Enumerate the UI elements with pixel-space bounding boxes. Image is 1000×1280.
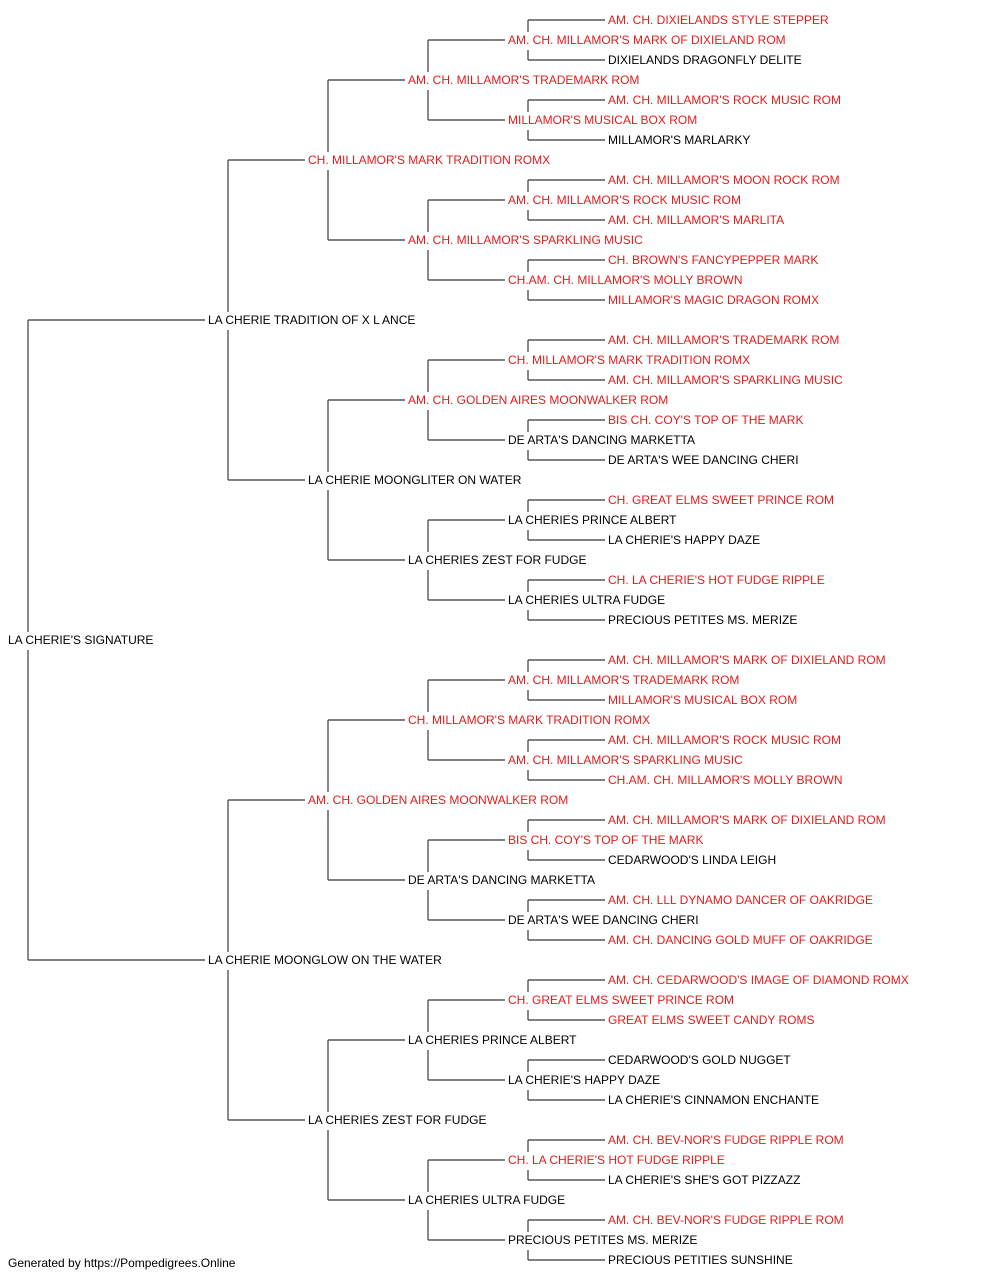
pedigree-name-gen4: CH. GREAT ELMS SWEET PRINCE ROM bbox=[508, 993, 734, 1007]
pedigree-name-gen5: AM. CH. BEV-NOR'S FUDGE RIPPLE ROM bbox=[608, 1133, 844, 1147]
pedigree-name-gen2: AM. CH. GOLDEN AIRES MOONWALKER ROM bbox=[308, 793, 568, 807]
pedigree-name-gen5: PRECIOUS PETITIES SUNSHINE bbox=[608, 1253, 793, 1267]
pedigree-name-gen5: AM. CH. MILLAMOR'S MARLITA bbox=[608, 213, 784, 227]
pedigree-name-gen3: LA CHERIES ZEST FOR FUDGE bbox=[408, 553, 586, 567]
pedigree-name-gen5: CEDARWOOD'S GOLD NUGGET bbox=[608, 1053, 791, 1067]
pedigree-name-gen5: CH. GREAT ELMS SWEET PRINCE ROM bbox=[608, 493, 834, 507]
pedigree-name-gen3: AM. CH. MILLAMOR'S SPARKLING MUSIC bbox=[408, 233, 643, 247]
pedigree-name-gen5: AM. CH. CEDARWOOD'S IMAGE OF DIAMOND ROM… bbox=[608, 973, 909, 987]
pedigree-name-gen5: CEDARWOOD'S LINDA LEIGH bbox=[608, 853, 776, 867]
pedigree-name-gen5: LA CHERIE'S SHE'S GOT PIZZAZZ bbox=[608, 1173, 800, 1187]
pedigree-name-gen4: AM. CH. MILLAMOR'S SPARKLING MUSIC bbox=[508, 753, 743, 767]
pedigree-name-gen5: DIXIELANDS DRAGONFLY DELITE bbox=[608, 53, 802, 67]
pedigree-name-gen5: AM. CH. LLL DYNAMO DANCER OF OAKRIDGE bbox=[608, 893, 873, 907]
pedigree-name-gen0: LA CHERIE'S SIGNATURE bbox=[8, 633, 153, 647]
pedigree-name-gen3: LA CHERIES ULTRA FUDGE bbox=[408, 1193, 565, 1207]
pedigree-name-gen4: LA CHERIES PRINCE ALBERT bbox=[508, 513, 677, 527]
pedigree-name-gen3: DE ARTA'S DANCING MARKETTA bbox=[408, 873, 595, 887]
pedigree-name-gen5: AM. CH. DIXIELANDS STYLE STEPPER bbox=[608, 13, 829, 27]
pedigree-name-gen5: AM. CH. MILLAMOR'S TRADEMARK ROM bbox=[608, 333, 839, 347]
pedigree-name-gen5: DE ARTA'S WEE DANCING CHERI bbox=[608, 453, 799, 467]
pedigree-name-gen4: LA CHERIE'S HAPPY DAZE bbox=[508, 1073, 660, 1087]
pedigree-name-gen3: CH. MILLAMOR'S MARK TRADITION ROMX bbox=[408, 713, 650, 727]
pedigree-name-gen4: CH. LA CHERIE'S HOT FUDGE RIPPLE bbox=[508, 1153, 725, 1167]
pedigree-name-gen1: LA CHERIE TRADITION OF X L ANCE bbox=[208, 313, 415, 327]
pedigree-name-gen4: DE ARTA'S WEE DANCING CHERI bbox=[508, 913, 699, 927]
pedigree-name-gen5: AM. CH. MILLAMOR'S MARK OF DIXIELAND ROM bbox=[608, 813, 886, 827]
pedigree-name-gen5: AM. CH. BEV-NOR'S FUDGE RIPPLE ROM bbox=[608, 1213, 844, 1227]
pedigree-name-gen5: GREAT ELMS SWEET CANDY ROMS bbox=[608, 1013, 814, 1027]
pedigree-name-gen5: MILLAMOR'S MUSICAL BOX ROM bbox=[608, 693, 797, 707]
pedigree-name-gen4: AM. CH. MILLAMOR'S ROCK MUSIC ROM bbox=[508, 193, 741, 207]
pedigree-name-gen5: LA CHERIE'S HAPPY DAZE bbox=[608, 533, 760, 547]
pedigree-name-gen4: CH. MILLAMOR'S MARK TRADITION ROMX bbox=[508, 353, 750, 367]
pedigree-name-gen5: AM. CH. MILLAMOR'S SPARKLING MUSIC bbox=[608, 373, 843, 387]
pedigree-name-gen5: AM. CH. MILLAMOR'S MARK OF DIXIELAND ROM bbox=[608, 653, 886, 667]
pedigree-name-gen5: AM. CH. MILLAMOR'S ROCK MUSIC ROM bbox=[608, 733, 841, 747]
pedigree-name-gen4: BIS CH. COY'S TOP OF THE MARK bbox=[508, 833, 703, 847]
pedigree-name-gen5: AM. CH. DANCING GOLD MUFF OF OAKRIDGE bbox=[608, 933, 873, 947]
pedigree-name-gen4: PRECIOUS PETITES MS. MERIZE bbox=[508, 1233, 697, 1247]
pedigree-name-gen4: DE ARTA'S DANCING MARKETTA bbox=[508, 433, 695, 447]
pedigree-name-gen5: CH. LA CHERIE'S HOT FUDGE RIPPLE bbox=[608, 573, 825, 587]
pedigree-name-gen5: LA CHERIE'S CINNAMON ENCHANTE bbox=[608, 1093, 819, 1107]
pedigree-name-gen5: PRECIOUS PETITES MS. MERIZE bbox=[608, 613, 797, 627]
pedigree-name-gen4: AM. CH. MILLAMOR'S MARK OF DIXIELAND ROM bbox=[508, 33, 786, 47]
pedigree-name-gen5: BIS CH. COY'S TOP OF THE MARK bbox=[608, 413, 803, 427]
pedigree-name-gen5: CH.AM. CH. MILLAMOR'S MOLLY BROWN bbox=[608, 773, 843, 787]
pedigree-name-gen2: CH. MILLAMOR'S MARK TRADITION ROMX bbox=[308, 153, 550, 167]
pedigree-name-gen4: MILLAMOR'S MUSICAL BOX ROM bbox=[508, 113, 697, 127]
pedigree-name-gen2: LA CHERIE MOONGLITER ON WATER bbox=[308, 473, 522, 487]
pedigree-name-gen3: LA CHERIES PRINCE ALBERT bbox=[408, 1033, 577, 1047]
pedigree-name-gen5: CH. BROWN'S FANCYPEPPER MARK bbox=[608, 253, 818, 267]
pedigree-name-gen4: CH.AM. CH. MILLAMOR'S MOLLY BROWN bbox=[508, 273, 743, 287]
pedigree-name-gen5: MILLAMOR'S MAGIC DRAGON ROMX bbox=[608, 293, 819, 307]
generated-by-footer: Generated by https://Pompedigrees.Online bbox=[8, 1256, 236, 1270]
pedigree-name-gen2: LA CHERIES ZEST FOR FUDGE bbox=[308, 1113, 486, 1127]
pedigree-name-gen1: LA CHERIE MOONGLOW ON THE WATER bbox=[208, 953, 442, 967]
pedigree-name-gen3: AM. CH. MILLAMOR'S TRADEMARK ROM bbox=[408, 73, 639, 87]
pedigree-name-gen5: MILLAMOR'S MARLARKY bbox=[608, 133, 750, 147]
pedigree-name-gen5: AM. CH. MILLAMOR'S ROCK MUSIC ROM bbox=[608, 93, 841, 107]
pedigree-name-gen4: LA CHERIES ULTRA FUDGE bbox=[508, 593, 665, 607]
pedigree-name-gen5: AM. CH. MILLAMOR'S MOON ROCK ROM bbox=[608, 173, 840, 187]
pedigree-name-gen4: AM. CH. MILLAMOR'S TRADEMARK ROM bbox=[508, 673, 739, 687]
pedigree-name-gen3: AM. CH. GOLDEN AIRES MOONWALKER ROM bbox=[408, 393, 668, 407]
